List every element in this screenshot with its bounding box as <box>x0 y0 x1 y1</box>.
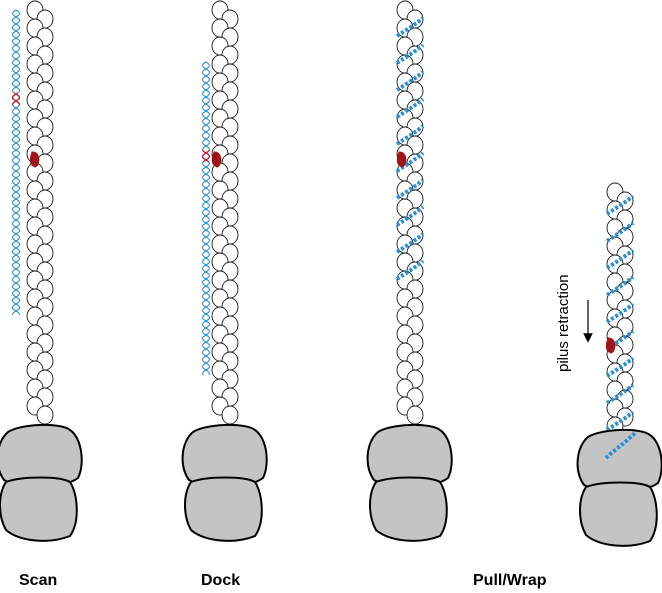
dna-turn <box>605 248 635 270</box>
inner-membrane-complex <box>0 476 78 542</box>
dna-turn <box>605 410 635 432</box>
dna-turn <box>605 275 635 297</box>
dna-internalized <box>604 430 638 460</box>
inner-membrane-complex <box>579 481 658 547</box>
dna-turn <box>395 70 425 92</box>
outer-membrane-complex <box>181 423 268 488</box>
panel-scan <box>0 0 83 542</box>
scan-label: Scan <box>19 572 57 589</box>
panel-dock <box>181 0 268 542</box>
dna-uptake-sequence <box>11 92 21 105</box>
dna-turn <box>605 383 635 405</box>
receptor-icon <box>211 151 222 168</box>
dock-label: Dock <box>201 572 240 589</box>
dna-turn <box>395 178 425 200</box>
outer-membrane-complex <box>366 423 453 488</box>
dna-turn <box>395 43 425 65</box>
cell-envelope <box>0 423 83 542</box>
pilin-subunit <box>406 405 424 425</box>
dna-strand <box>201 61 211 376</box>
dna-backbone <box>12 9 20 315</box>
dna-turn <box>605 356 635 378</box>
dna-backbone <box>202 61 210 376</box>
dna-wrapped <box>395 16 425 281</box>
dna-turn <box>605 302 635 324</box>
outer-membrane-complex <box>0 423 83 488</box>
cell-envelope <box>366 423 453 542</box>
pilus-fiber <box>26 0 54 425</box>
dna-turn <box>395 232 425 254</box>
cell-envelope <box>181 423 268 542</box>
pilus-fiber <box>211 0 239 425</box>
pilus-retraction-label: pilus retraction <box>555 274 572 372</box>
receptor-icon <box>29 151 40 168</box>
inner-membrane-complex <box>369 476 448 542</box>
dna-strand <box>11 9 21 315</box>
cell-envelope <box>576 428 662 547</box>
dna-backbone <box>12 9 20 315</box>
dna-uptake-sequence <box>11 92 21 105</box>
dna-turn <box>395 97 425 119</box>
pilin-subunit <box>221 405 239 425</box>
dna-turn <box>605 221 635 243</box>
dna-turn <box>395 259 425 281</box>
dna-turn <box>395 124 425 146</box>
pilus-fiber <box>606 182 634 436</box>
dna-turn <box>605 194 635 216</box>
panel-pull <box>366 0 453 542</box>
pull-wrap-label: Pull/Wrap <box>473 572 547 589</box>
inner-membrane-complex <box>184 476 263 542</box>
receptor-icon <box>396 151 407 168</box>
dna-turn <box>395 205 425 227</box>
receptor-icon <box>605 337 616 354</box>
outer-membrane-complex <box>576 428 662 493</box>
pilin-subunit <box>36 405 54 425</box>
dna-uptake-sequence <box>202 149 211 163</box>
dna-turn <box>395 16 425 38</box>
panel-wrap <box>576 182 662 547</box>
dna-backbone <box>202 61 210 376</box>
dna-turn <box>395 151 425 173</box>
